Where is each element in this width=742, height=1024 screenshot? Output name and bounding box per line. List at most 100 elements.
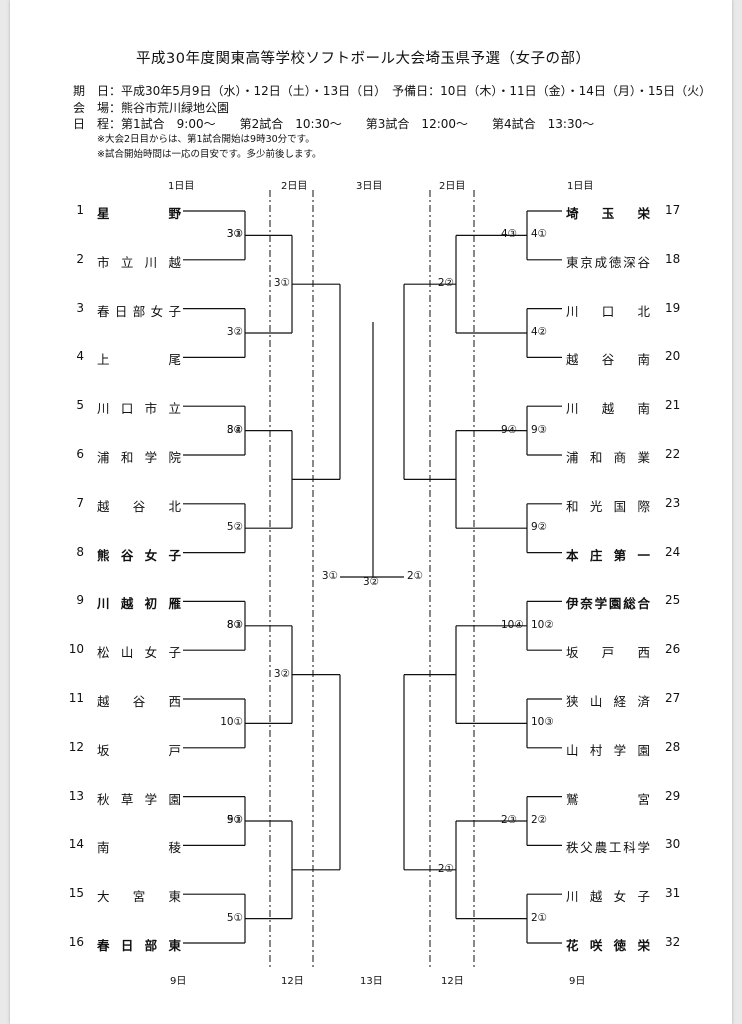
team-name: 川 越 初 雁 [97,596,181,612]
team-name: 秩父農工科学 [566,840,650,856]
team-name: 伊奈学園総合 [566,596,650,612]
team-name: 大 宮 東 [97,889,181,905]
header-day3: 3日目 [356,181,383,192]
match-label: 9① [226,814,243,826]
team-name: 川 越 南 [566,401,650,417]
seed-number: 28 [665,739,681,754]
match-label: 8① [226,618,243,631]
seed-number: 17 [665,203,681,217]
header-right-day2: 2日目 [439,181,466,192]
seed-number: 14 [68,837,84,852]
match-label: 2① [531,911,548,924]
seed-number: 2 [76,251,84,266]
header-left-day1: 1日目 [168,181,195,192]
match-label: 9③ [531,423,548,436]
seed-number: 29 [665,788,681,803]
match-label: 3① [226,228,243,241]
team-name: 浦 和 学 院 [97,450,181,465]
seed-number: 30 [665,837,681,852]
seed-number: 5 [76,398,84,413]
seed-number: 9 [76,593,84,608]
note-approximate: ※試合開始時間は一応の目安です。多少前後します。 [97,149,322,160]
seed-number: 6 [76,447,84,461]
match-label: 10④ [501,618,524,631]
seed-number: 1 [76,203,84,217]
team-name: 越 谷 南 [566,352,650,368]
match-label: 2③ [501,814,518,826]
seed-number: 19 [665,300,681,315]
header-left-day2: 2日目 [281,181,308,192]
match-label: 10① [220,716,243,729]
seed-number: 20 [665,349,681,364]
team-name: 春日部女子 [97,303,181,319]
seed-number: 31 [665,886,681,901]
team-name: 南 稜 [97,840,181,856]
seed-number: 7 [76,495,84,510]
match-label: 4① [531,228,548,241]
dates-line: 期 日：平成30年5月9日（水）・12日（土）・13日（日） 予備日：10日（木… [73,84,712,98]
match-label: 8③ [226,618,243,631]
match-label: 5① [226,911,243,924]
match-label: 5③ [226,814,243,826]
match-label: 3① [273,277,290,290]
team-name: 坂 戸 [97,742,181,758]
match-label: 3③ [226,228,243,241]
seed-number: 32 [665,935,681,949]
team-name: 和 光 国 際 [566,498,650,514]
seed-number: 27 [665,691,681,705]
team-name: 市 立 川 越 [97,254,181,270]
match-label: 4③ [501,228,518,241]
team-name: 川 口 北 [566,303,650,319]
team-name: 松 山 女 子 [97,645,181,661]
match-label: 3① [321,570,338,582]
seed-number: 24 [665,544,681,559]
team-name: 山 村 学 園 [566,742,650,758]
team-name: 川 口 市 立 [97,401,181,417]
team-name: 東京成徳深谷 [566,254,650,270]
seed-number: 12 [68,739,84,754]
seed-number: 26 [665,642,681,657]
seed-number: 15 [68,886,84,901]
team-name: 浦 和 商 業 [566,450,650,465]
team-name: 上 尾 [97,352,181,368]
venue-line: 会 場：熊谷市荒川緑地公園 [73,101,230,115]
match-label: 9② [531,521,548,534]
team-name: 坂 戸 西 [566,645,650,661]
match-label: 9④ [501,423,518,436]
match-label: 5② [226,521,243,534]
match-label: 2① [437,862,454,875]
note-start-time: ※大会2日目からは、第1試合開始は9時30分です。 [97,134,315,145]
team-name: 秋 草 学 園 [97,791,181,807]
seed-number: 18 [665,251,681,266]
seed-number: 22 [665,447,681,461]
footer-left-day1: 9日 [170,976,187,987]
seed-number: 23 [665,495,681,510]
match-label: 8② [226,423,243,436]
schedule-line: 日 程：第1試合 9:00～ 第2試合 10:30～ 第3試合 12:00～ 第… [73,117,595,131]
seed-number: 25 [665,593,681,608]
match-label: 2② [437,277,454,290]
team-name: 春 日 部 東 [97,938,181,953]
match-label: 3② [226,326,243,338]
team-name: 埼 玉 栄 [566,206,650,221]
seed-number: 3 [76,300,84,315]
match-label: 3④ [226,423,243,436]
match-label: 4② [531,326,548,338]
footer-right-day2: 12日 [441,976,464,987]
seed-number: 8 [76,544,84,559]
tournament-sheet [10,0,732,1024]
seed-number: 4 [76,349,84,364]
team-name: 星 野 [97,206,181,221]
team-name: 川 越 女 子 [566,889,650,905]
footer-right-day1: 9日 [569,976,586,987]
seed-number: 21 [665,398,681,413]
seed-number: 10 [68,642,84,657]
match-label: 2① [407,570,424,582]
seed-number: 13 [68,788,84,803]
header-right-day1: 1日目 [567,181,594,192]
match-label: 3② [273,667,290,680]
match-label: 10② [531,618,554,631]
team-name: 花 咲 徳 栄 [566,938,650,953]
footer-day3: 13日 [360,976,383,987]
